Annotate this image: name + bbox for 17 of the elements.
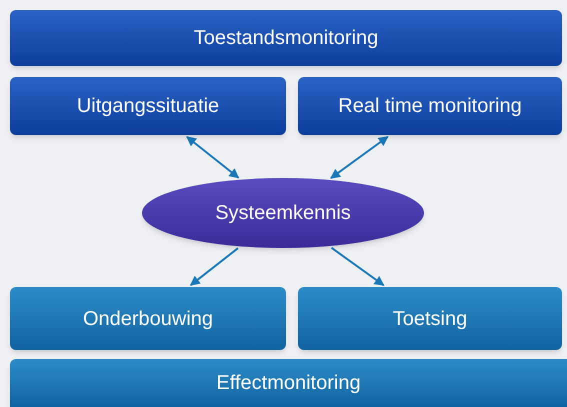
node-label: Toestandsmonitoring [194,26,378,51]
process-box [10,287,286,350]
node-label: Uitgangssituatie [76,94,220,119]
arrow [186,136,240,179]
arrow [330,247,384,286]
node-label: Systeemkennis [215,201,351,226]
footer-bar [10,359,567,407]
process-box [10,77,286,135]
arrow [330,136,389,179]
header-bar [10,10,562,66]
node-label: Toetsing [392,306,468,332]
node-label: Effectmonitoring [216,371,361,396]
node-label: Real time monitoring [338,94,522,119]
node-label: Onderbouwing [82,306,214,332]
process-box [298,77,562,135]
arrow [190,247,239,286]
process-box [298,287,562,350]
